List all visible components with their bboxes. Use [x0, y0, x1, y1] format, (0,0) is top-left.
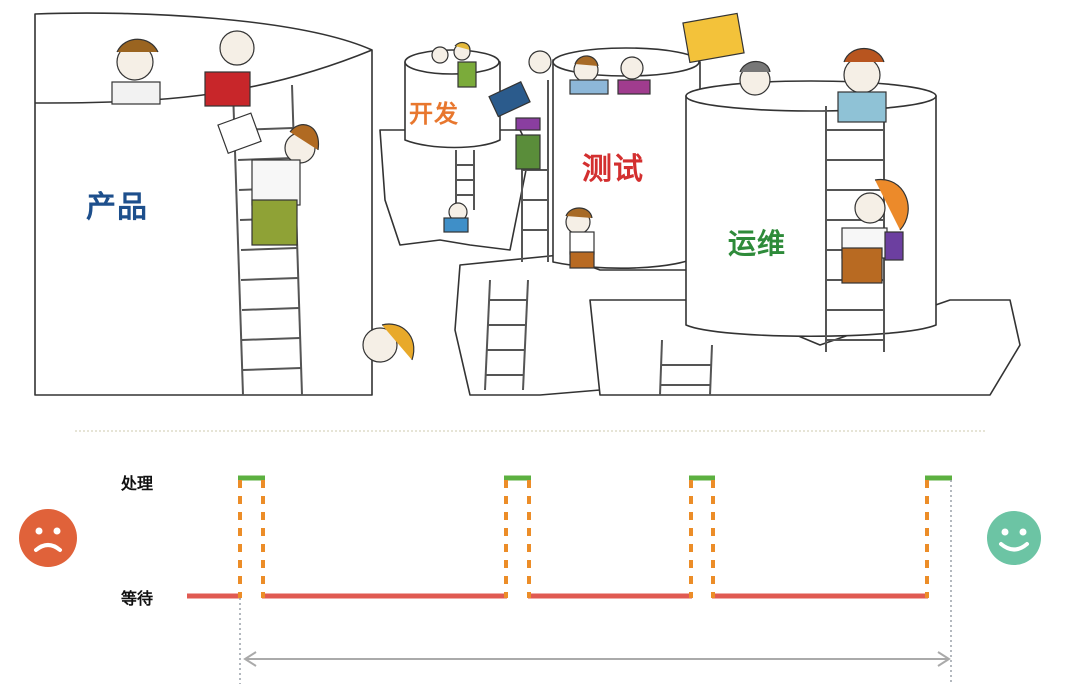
- silos-drawing: [34, 12, 1021, 396]
- happy-face-icon: [987, 511, 1041, 565]
- silo-label-dev: 开发: [409, 100, 459, 128]
- transition-dashes: [238, 480, 929, 598]
- sad-face-icon: [19, 509, 77, 567]
- silo-label-product: 产品: [86, 190, 148, 225]
- silo-illustration: 产品 开发 测试 运维: [34, 12, 1021, 396]
- section-divider: [75, 430, 985, 432]
- silo-label-test: 测试: [582, 152, 644, 187]
- total-duration-arrow: [243, 651, 951, 667]
- span-markers: [239, 480, 952, 684]
- waiting-state-label: 等待: [121, 589, 154, 608]
- silo-label-ops: 运维: [728, 227, 787, 260]
- processing-state-label: 处理: [121, 474, 154, 493]
